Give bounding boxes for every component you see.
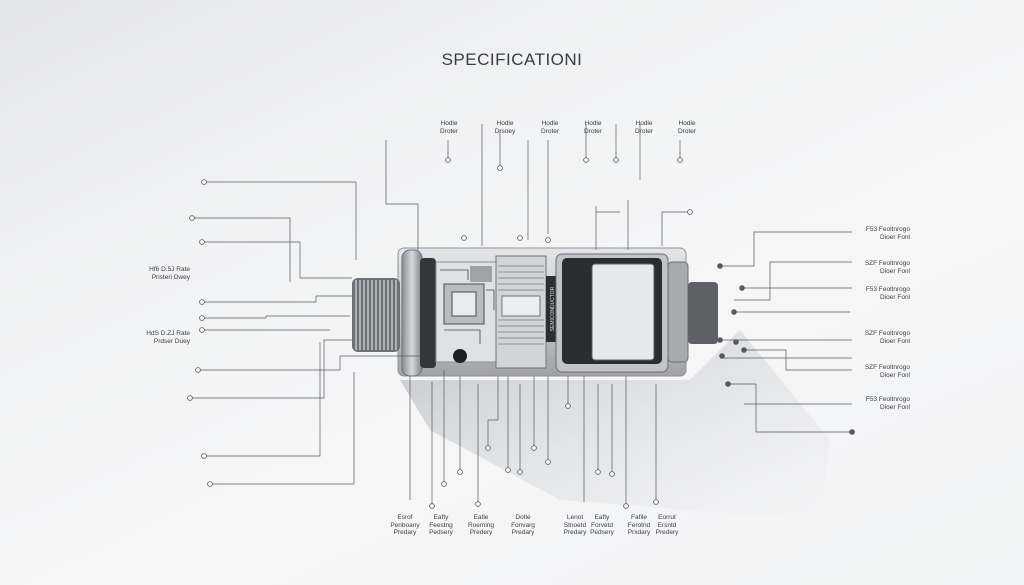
leader-dot: [739, 285, 745, 291]
leader-dot: [497, 165, 503, 171]
right-label: SZF Feoltnrogo Dioer Fonl: [864, 330, 910, 345]
leader-lines: [187, 124, 855, 509]
leader-dot: [653, 499, 659, 505]
leader-dot: [677, 157, 683, 163]
leader-dot: [445, 157, 451, 163]
bottom-label: Eafty Feestng Pedsery: [429, 514, 453, 536]
leader-dot: [457, 469, 463, 475]
right-connector: [688, 282, 718, 344]
leader-line: [487, 419, 498, 448]
left-fin-cylinder: [352, 278, 400, 352]
leader-line: [728, 383, 852, 433]
top-label: Hodle Droter: [634, 120, 654, 135]
leader-line: [210, 372, 355, 485]
top-label: Hodle Droter: [583, 120, 603, 135]
leader-dot: [731, 309, 737, 315]
device-shadow: [400, 330, 830, 520]
leader-dot: [475, 501, 481, 507]
bottom-label: Lenot Stnoetd Predary: [563, 514, 587, 536]
end-ring: [401, 249, 423, 377]
leader-dot: [609, 471, 615, 477]
leader-dot: [517, 469, 523, 475]
leader-dot: [201, 453, 207, 459]
leader-dot: [623, 503, 629, 509]
leader-dot: [595, 469, 601, 475]
leader-line: [385, 140, 419, 250]
leader-dot: [725, 381, 731, 387]
right-label: F53 Feoltnrogo Dioer Fonl: [865, 226, 910, 241]
display-module: [555, 253, 669, 373]
leader-dot: [505, 467, 511, 473]
leader-dot: [565, 403, 571, 409]
leader-line: [720, 231, 852, 267]
leader-dot: [187, 395, 193, 401]
leader-dot: [461, 235, 467, 241]
leader-dot: [741, 347, 747, 353]
leader-line: [204, 342, 321, 457]
left-label: Hf6 D.5J Rate Pristeri Dwey: [149, 266, 190, 281]
leader-dot: [717, 263, 723, 269]
right-label: SZF Feoltnrogo Dioer Fonl: [864, 364, 910, 379]
leader-dot: [545, 237, 551, 243]
leader-dot: [201, 179, 207, 185]
top-label: Hodle Drsoey: [494, 120, 516, 135]
leader-dot: [733, 339, 739, 345]
bottom-label: Eorrut Ersntd Predery: [655, 514, 679, 536]
leader-line: [202, 241, 352, 279]
leader-line: [202, 295, 352, 303]
page-title: SPECIFICATIONI: [441, 50, 583, 69]
dark-bracket: [420, 258, 436, 368]
leader-line: [202, 315, 350, 319]
leader-line: [744, 349, 852, 371]
left-label: HdS D.ZJ Rate Prdser Duey: [146, 330, 190, 345]
bottom-label: Eafty Forvetd Pedsery: [590, 514, 614, 536]
leader-dot: [199, 315, 205, 321]
leader-line: [192, 217, 291, 282]
leader-dot: [485, 445, 491, 451]
bottom-label: Eatle Roeming Predery: [467, 514, 494, 536]
leader-line: [204, 181, 357, 260]
bottom-label: Esrof Penboany Predary: [390, 514, 420, 536]
right-label: F53 Feoltnrogo Dioer Fonl: [865, 286, 910, 301]
internal-electronics: [435, 261, 497, 363]
leader-dot: [199, 327, 205, 333]
leader-dot: [207, 481, 213, 487]
bottom-label: Fafile Ferotnd Prxdary: [627, 514, 651, 536]
leader-dot: [545, 459, 551, 465]
top-label: Hodle Droter: [677, 120, 697, 135]
leader-dot: [199, 299, 205, 305]
top-label: Hodle Droter: [540, 120, 560, 135]
leader-line: [734, 261, 852, 301]
leader-dot: [517, 235, 523, 241]
right-label: SZF Feoltnrogo Dioer Fonl: [864, 260, 910, 275]
chip-label: SEMICONDUCTOR: [550, 286, 556, 331]
leader-dot: [189, 215, 195, 221]
leader-dot: [717, 337, 723, 343]
leader-dot: [429, 503, 435, 509]
leader-dot: [719, 353, 725, 359]
leader-line: [198, 355, 420, 371]
bottom-label: Dotle Fonvarg Predary: [511, 514, 535, 536]
right-label: F53 Feoltnrogo Dioer Fonl: [865, 396, 910, 411]
leader-line: [661, 211, 690, 246]
top-label: Hodle Droter: [439, 120, 459, 135]
leader-dot: [195, 367, 201, 373]
right-cap: [667, 261, 689, 363]
leader-dot: [531, 445, 537, 451]
leader-line: [190, 339, 352, 399]
leader-dot: [583, 157, 589, 163]
leader-dot: [849, 429, 855, 435]
heatsink-block: [495, 255, 547, 369]
leader-dot: [441, 481, 447, 487]
leader-dot: [687, 209, 693, 215]
leader-dot: [199, 239, 205, 245]
leader-dot: [613, 157, 619, 163]
